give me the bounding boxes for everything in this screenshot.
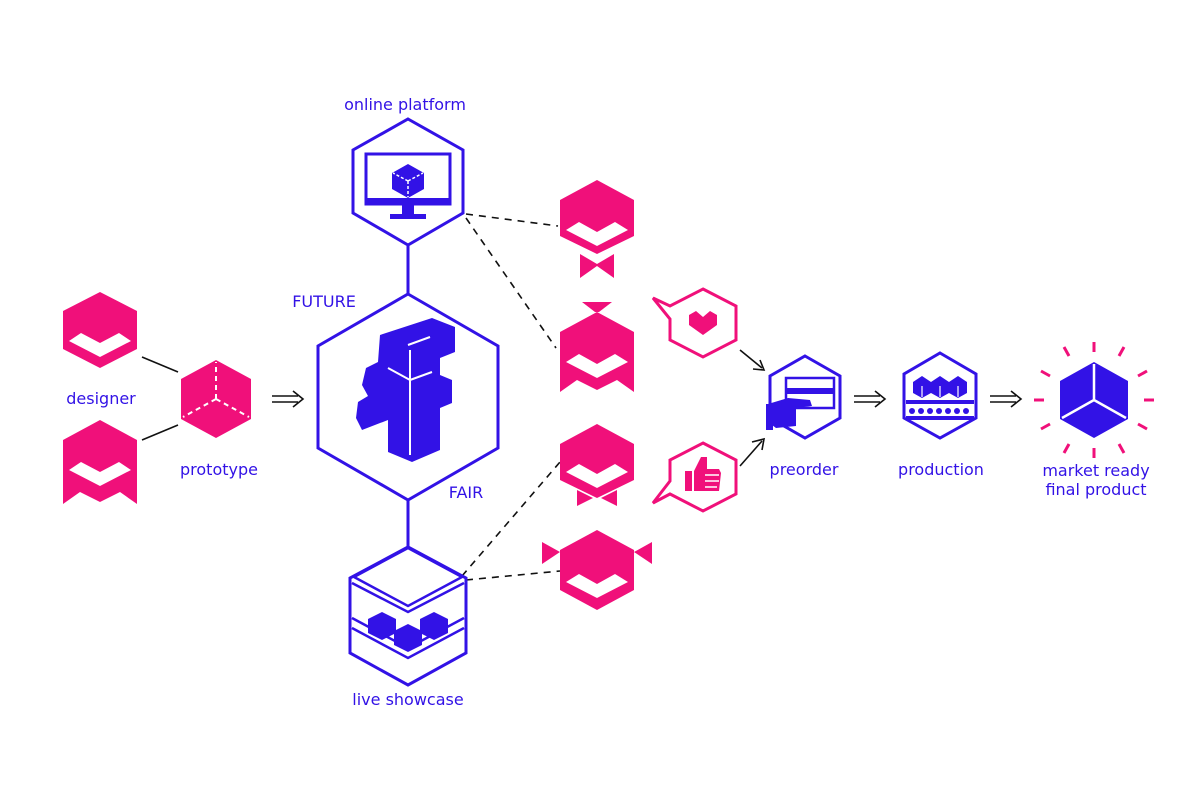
connector-designer2-prototype <box>141 424 179 441</box>
glowing-cube-icon <box>1034 342 1154 458</box>
visitor-bowtie-icon <box>560 424 634 506</box>
preorder-label: preorder <box>770 460 839 479</box>
future-label: FUTURE <box>292 292 356 311</box>
connectors <box>141 213 766 581</box>
prototype-label: prototype <box>180 460 258 479</box>
dashed-showcase-visitor4 <box>465 570 561 581</box>
conveyor-production-icon <box>902 351 978 440</box>
fair-label: FAIR <box>449 483 484 502</box>
double-arrow-icon <box>990 390 1023 408</box>
live-showcase-label: live showcase <box>352 690 463 709</box>
connector-thumb-preorder <box>739 440 763 467</box>
thumbs-up-speech-bubble-icon <box>651 441 738 513</box>
dashed-online-visitor2 <box>465 217 557 349</box>
visitor-bow-icon <box>560 302 634 392</box>
designer-label: designer <box>66 389 136 408</box>
double-arrow-icon <box>854 390 887 408</box>
online-platform-label: online platform <box>344 95 466 114</box>
prototype-cube-icon <box>181 360 251 438</box>
final-product-label: final product <box>1045 480 1146 499</box>
arrowhead-thumb-preorder <box>751 437 766 451</box>
market-ready-label: market ready <box>1042 461 1149 480</box>
visitor-pigtails-icon <box>542 530 652 610</box>
heart-speech-bubble-icon <box>651 287 738 359</box>
connector-designer1-prototype <box>141 356 179 373</box>
designer-avatar-icon <box>63 292 137 368</box>
production-label: production <box>898 460 984 479</box>
visitor-bowtie-icon <box>560 180 634 278</box>
double-arrow-icon <box>272 390 305 408</box>
designer-avatar-icon <box>63 420 137 504</box>
arrowhead-heart-preorder <box>752 359 766 371</box>
dashed-online-visitor1 <box>465 213 559 227</box>
future-fair-logo-icon <box>356 318 455 462</box>
showcase-box-icon <box>348 545 468 687</box>
monitor-cube-icon <box>351 117 465 247</box>
connector-heart-preorder <box>739 349 763 369</box>
future-fair-hub <box>316 292 500 502</box>
card-payment-icon <box>766 354 842 440</box>
